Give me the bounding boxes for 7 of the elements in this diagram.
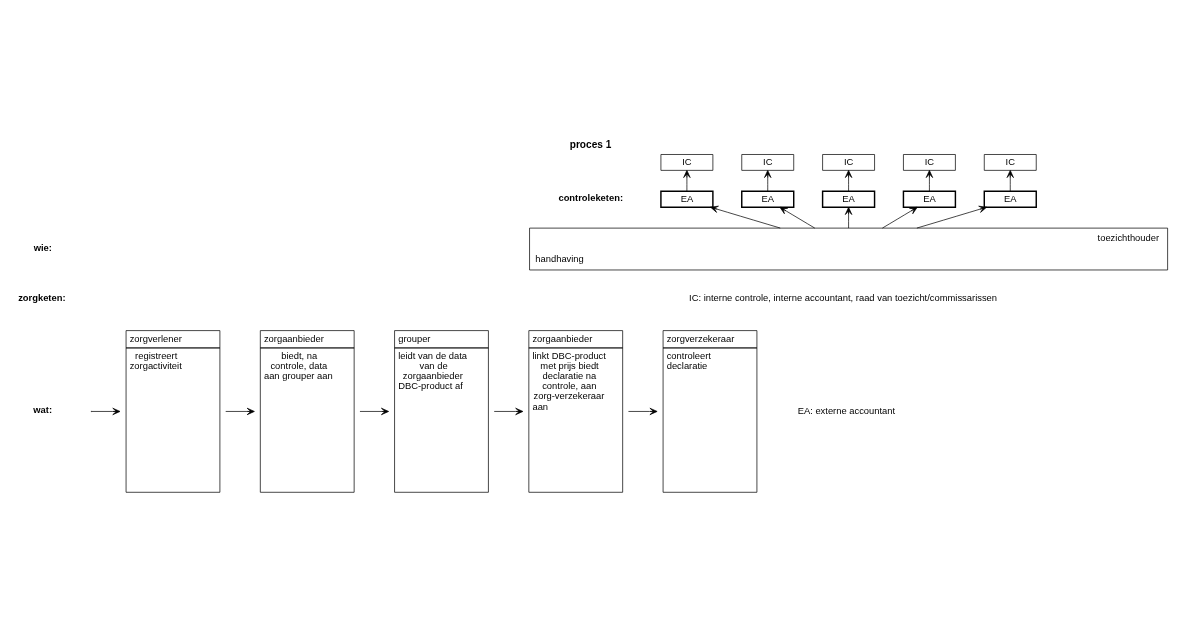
label: IC: interne controle, interne accountant, raad van toezicht/commissarissen	[689, 293, 998, 304]
label: zorgketen:	[18, 292, 66, 303]
label: wat:	[33, 405, 53, 416]
diagram-title: proces 1	[569, 139, 612, 151]
label: EA: externe accountant	[797, 405, 896, 416]
label: controleketen:	[558, 192, 624, 203]
label: wie:	[33, 242, 52, 253]
